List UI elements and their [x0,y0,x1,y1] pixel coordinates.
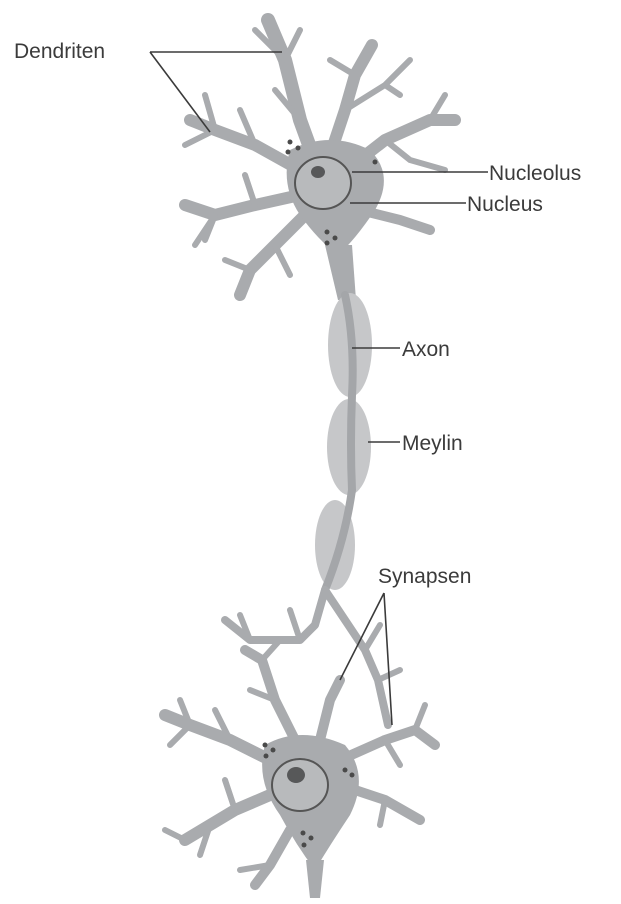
label-synapses: Synapsen [378,565,471,588]
lower-neuron [165,590,435,898]
label-nucleus: Nucleus [467,193,543,216]
upper-nucleolus [311,166,325,178]
dendrites-leader [150,52,282,132]
lower-nucleus [272,759,328,811]
upper-axon-hillock [325,245,356,300]
upper-neuron [185,20,455,300]
upper-nucleus [295,157,351,209]
lower-axon-stub [306,860,324,898]
lower-nucleolus [287,767,305,783]
axon-segment [315,293,372,590]
label-myelin: Meylin [402,432,463,455]
label-axon: Axon [402,338,450,361]
label-dendrites: Dendriten [14,40,105,63]
label-nucleolus: Nucleolus [489,162,581,185]
